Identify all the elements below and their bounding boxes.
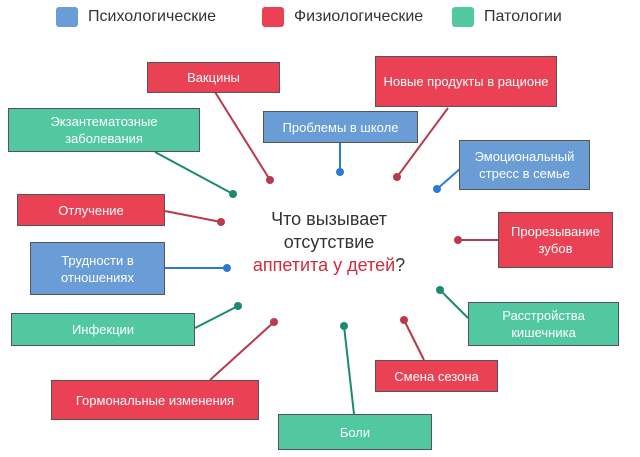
connector-intestinal: [439, 289, 469, 319]
central-question-line3: аппетита у детей?: [248, 254, 410, 277]
cause-teething-label: Прорезывание зубов: [511, 224, 600, 256]
dot-infections: [234, 302, 242, 310]
connector-infections: [194, 305, 239, 329]
connector-season: [403, 319, 425, 361]
connector-exanthema: [154, 151, 234, 195]
dot-family-stress: [433, 185, 441, 193]
cause-new-foods-label: Новые продукты в рационе: [383, 74, 549, 89]
legend-physiological: Физиологические: [262, 6, 423, 28]
cause-season-change: Смена сезона: [375, 360, 498, 392]
cause-school-problems-label: Проблемы в школе: [282, 119, 399, 135]
dot-new-foods: [393, 173, 401, 181]
central-question: Что вызывает отсутствие аппетита у детей…: [248, 208, 410, 277]
cause-vaccines-label: Вакцины: [187, 70, 240, 85]
legend-pathologies: Патологии: [452, 6, 562, 28]
legend-label-physiological: Физиологические: [294, 8, 424, 25]
dot-school: [336, 168, 344, 176]
cause-family-stress: Эмоциональный стресс в семье: [459, 140, 590, 190]
cause-exanthema-label: Экзантематозные заболевания: [50, 114, 158, 146]
cause-relationships-label: Трудности в отношениях: [61, 252, 134, 285]
cause-infections-label: Инфекции: [71, 322, 135, 337]
dot-hormonal: [270, 318, 278, 326]
connector-family-stress: [436, 167, 462, 190]
cause-intestinal-label: Расстройства кишечника: [502, 308, 585, 340]
dot-teething: [454, 236, 462, 244]
cause-vaccines: Вакцины: [147, 62, 280, 93]
cause-infections: Инфекции: [11, 313, 195, 346]
legend-psychological: Психологические: [56, 6, 216, 28]
connector-new-foods: [396, 107, 449, 178]
connector-pain: [343, 325, 355, 415]
cause-weaning-label: Отлучение: [58, 202, 124, 218]
dot-intestinal: [436, 286, 444, 294]
dot-relationships: [223, 264, 231, 272]
cause-teething: Прорезывание зубов: [498, 212, 613, 268]
cause-weaning: Отлучение: [17, 194, 165, 226]
dot-pain: [340, 322, 348, 330]
cause-hormonal: Гормональные изменения: [51, 380, 259, 420]
legend-label-psychological: Психологические: [88, 8, 217, 25]
dot-exanthema: [229, 190, 237, 198]
central-question-line2: отсутствие: [283, 232, 375, 252]
connector-vaccines: [214, 91, 271, 181]
dot-season: [400, 316, 408, 324]
legend-label-pathologies: Патологии: [484, 8, 562, 25]
connector-hormonal: [209, 321, 275, 381]
cause-hormonal-label: Гормональные изменения: [75, 392, 235, 408]
cause-season-change-label: Смена сезона: [394, 368, 479, 384]
connector-weaning: [164, 210, 222, 223]
central-question-line1: Что вызывает: [271, 209, 387, 229]
central-question-mark: ?: [395, 255, 406, 275]
legend-swatch-psychological: [56, 7, 78, 27]
cause-intestinal: Расстройства кишечника: [468, 302, 619, 346]
cause-new-foods: Новые продукты в рационе: [375, 56, 557, 107]
cause-relationships: Трудности в отношениях: [30, 242, 165, 295]
cause-family-stress-label: Эмоциональный стресс в семье: [474, 149, 575, 181]
cause-exanthema: Экзантематозные заболевания: [8, 108, 200, 152]
dot-vaccines: [266, 176, 274, 184]
legend-swatch-physiological: [262, 7, 284, 27]
dot-weaning: [217, 218, 225, 226]
cause-pain: Боли: [278, 414, 432, 450]
cause-pain-label: Боли: [339, 424, 371, 440]
cause-school-problems: Проблемы в школе: [263, 111, 418, 143]
legend-swatch-pathologies: [452, 7, 474, 27]
central-question-highlight: аппетита у детей: [252, 255, 396, 275]
